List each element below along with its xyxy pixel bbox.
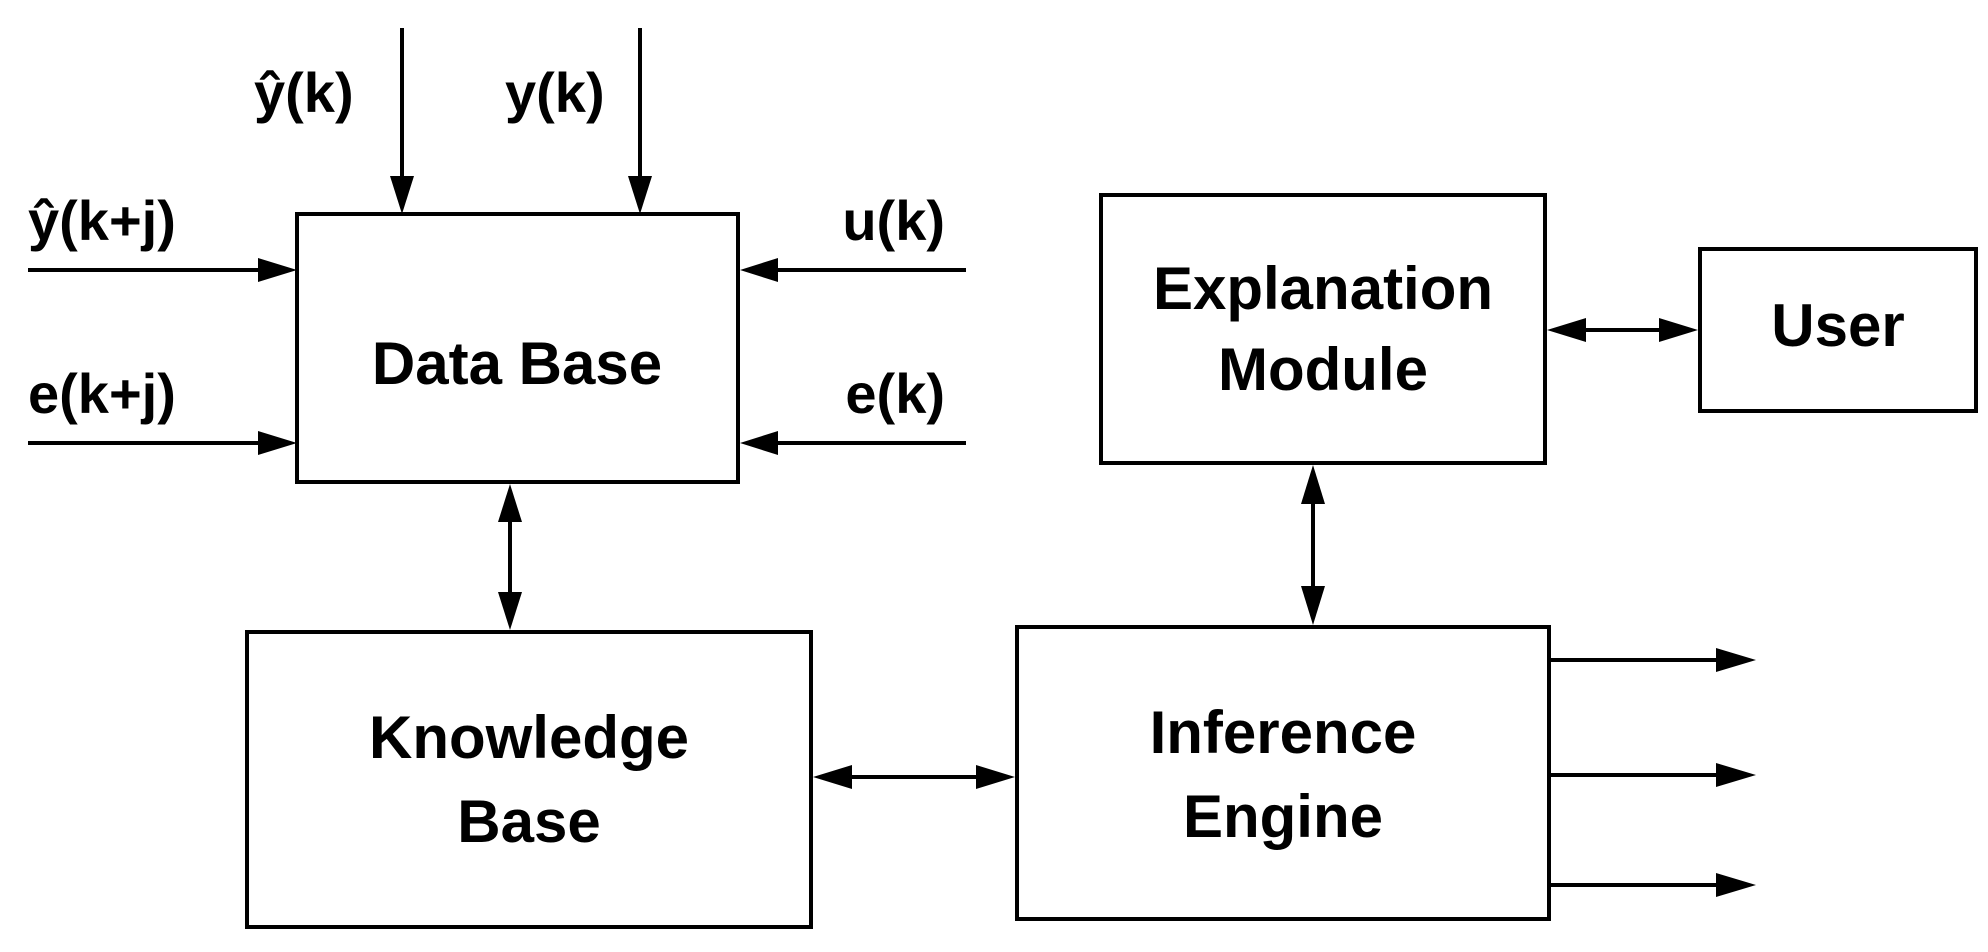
- em-ie-arrowhead-up: [1301, 465, 1325, 504]
- e-k-arrowhead: [740, 431, 778, 455]
- em-ie-arrowhead-down: [1301, 586, 1325, 625]
- u-k-arrowhead: [740, 258, 778, 282]
- user-label: User: [1771, 292, 1904, 359]
- knowledge-base-label-line1: Knowledge: [369, 704, 689, 771]
- knowledge-base-label-line2: Base: [457, 788, 600, 855]
- y-hat-k-label: ŷ(k): [254, 61, 354, 124]
- e-k-plus-j-arrowhead: [258, 431, 297, 455]
- inference-engine-label-line1: Inference: [1150, 699, 1417, 766]
- y-k-arrowhead: [628, 176, 652, 214]
- kb-ie-arrowhead-right: [976, 765, 1015, 789]
- inference-engine-block: [1015, 625, 1551, 921]
- y-hat-k-plus-j-label: ŷ(k+j): [28, 189, 176, 252]
- u-k-label: u(k): [842, 189, 945, 252]
- kb-ie-arrowhead-left: [813, 765, 852, 789]
- user-block: [1698, 247, 1978, 413]
- em-user-arrowhead-right: [1659, 318, 1698, 342]
- db-kb-arrowhead-down: [498, 592, 522, 630]
- e-k-label: e(k): [845, 362, 945, 425]
- e-k-plus-j-label: e(k+j): [28, 362, 176, 425]
- explanation-module-label-line1: Explanation: [1153, 255, 1493, 322]
- y-hat-k-plus-j-arrowhead: [258, 258, 297, 282]
- data-base-label: Data Base: [372, 330, 662, 397]
- output-arrow-3-head: [1716, 873, 1756, 897]
- data-base-block: [295, 212, 740, 484]
- explanation-module-block: [1099, 193, 1547, 465]
- y-k-label: y(k): [505, 61, 605, 124]
- knowledge-base-block: [245, 630, 813, 929]
- em-user-arrowhead-left: [1547, 318, 1586, 342]
- output-arrow-2-head: [1716, 763, 1756, 787]
- db-kb-arrowhead-up: [498, 484, 522, 522]
- inference-engine-label-line2: Engine: [1183, 783, 1383, 850]
- explanation-module-label-line2: Module: [1218, 336, 1428, 403]
- output-arrow-1-head: [1716, 648, 1756, 672]
- y-hat-k-arrowhead: [390, 176, 414, 214]
